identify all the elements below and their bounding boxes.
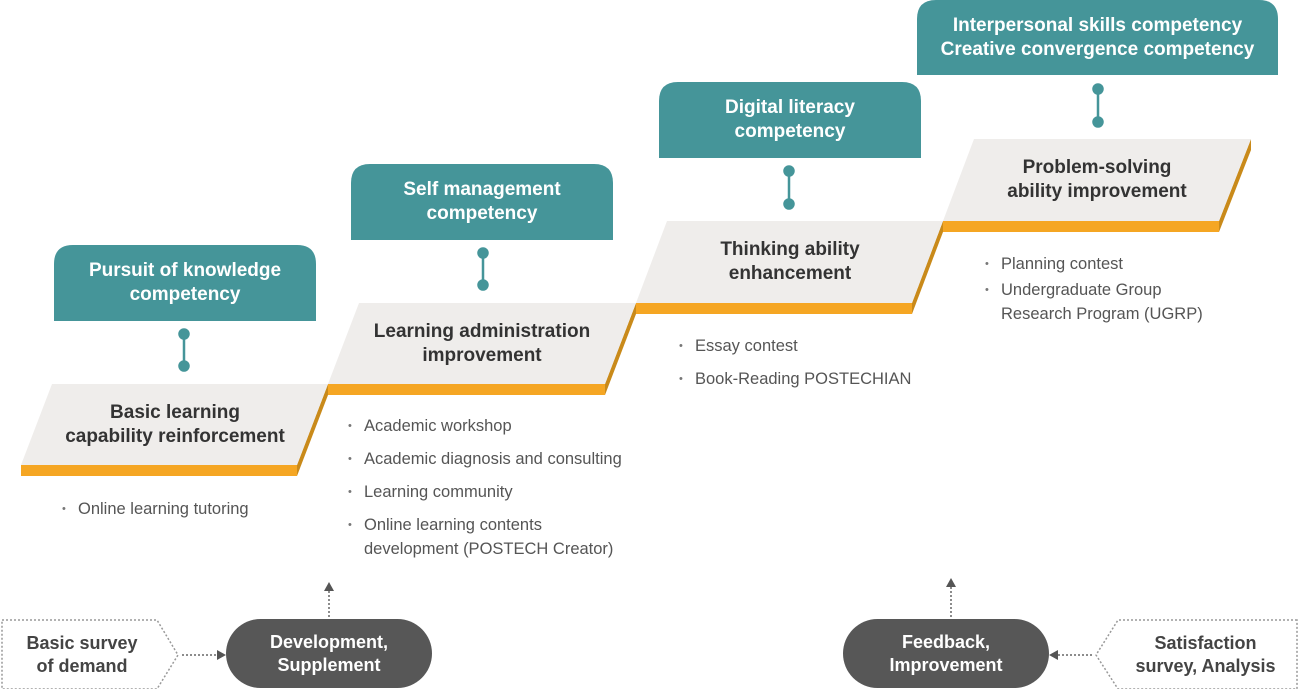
program-item: Book-Reading POSTECHIAN [679, 367, 939, 391]
development-pill [226, 619, 432, 688]
connector-4 [1092, 83, 1104, 128]
step-shape-3 [636, 221, 943, 314]
step-label-1: Basic learning capability reinforcement [65, 401, 285, 447]
arrow-satisfaction-to-feedback [1049, 650, 1092, 660]
program-list-2: Academic workshop Academic diagnosis and… [348, 414, 648, 561]
step-shape-2 [328, 303, 636, 395]
program-item: Undergraduate Group Research Program (UG… [985, 278, 1245, 326]
competency-label-3: Digital literacy competency [725, 97, 855, 142]
connector-1 [178, 328, 190, 372]
program-item: Essay contest [679, 334, 939, 358]
step-shape-4 [943, 139, 1251, 232]
program-item: Online learning contents development (PO… [348, 513, 648, 561]
program-item: Academic workshop [348, 414, 648, 438]
feedback-label: Feedback, Improvement [889, 631, 1003, 675]
competency-tab-1 [54, 245, 316, 321]
arrow-development-up [324, 582, 334, 617]
arrow-survey-to-development [182, 650, 226, 660]
step-shape-1 [21, 384, 328, 476]
program-list-4: Planning contest Undergraduate Group Res… [985, 252, 1245, 326]
program-list-3: Essay contest Book-Reading POSTECHIAN [679, 334, 939, 391]
basic-survey-label: Basic survey of demand [26, 632, 138, 676]
arrow-feedback-up [946, 578, 956, 617]
program-item: Planning contest [985, 252, 1245, 276]
step-label-3: Thinking ability enhancement [720, 239, 860, 284]
connector-3 [783, 165, 795, 210]
satisfaction-label: Satisfaction survey, Analysis [1135, 632, 1276, 676]
program-list-1: Online learning tutoring [62, 497, 322, 521]
satisfaction-box [1095, 619, 1298, 689]
step-label-4: Problem-solving ability improvement [1007, 157, 1187, 202]
program-item: Online learning tutoring [62, 497, 322, 521]
connector-2 [477, 247, 489, 291]
program-item: Academic diagnosis and consulting [348, 447, 648, 471]
feedback-pill [843, 619, 1049, 688]
competency-label-2: Self management competency [403, 179, 561, 224]
development-label: Development, Supplement [269, 631, 389, 675]
program-item: Learning community [348, 480, 648, 504]
competency-tab-4 [917, 0, 1278, 75]
competency-label-1: Pursuit of knowledge competency [88, 260, 282, 305]
competency-tab-2 [351, 164, 613, 240]
basic-survey-box [1, 619, 179, 689]
step-label-2: Learning administration improvement [373, 320, 591, 366]
competency-tab-3 [659, 82, 921, 158]
competency-label-4: Interpersonal skills competency Creative… [940, 14, 1255, 60]
